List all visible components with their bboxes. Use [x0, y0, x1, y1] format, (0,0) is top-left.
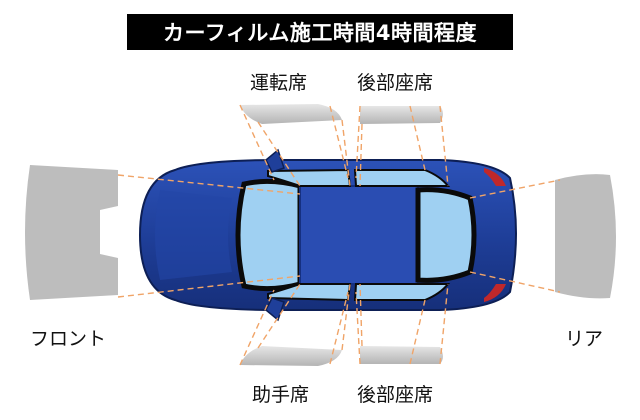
- mirror-top: [265, 148, 285, 173]
- driver-rear-window-film: [360, 106, 443, 124]
- title-banner: カーフィルム施工時間4時間程度: [127, 14, 513, 50]
- label-driver-seat: 運転席: [250, 72, 308, 94]
- rear-window: [415, 187, 477, 283]
- label-rear-seat-top: 後部座席: [357, 72, 434, 94]
- roof: [299, 185, 419, 285]
- label-passenger-seat: 助手席: [252, 384, 310, 406]
- side-window-top-front: [267, 168, 352, 187]
- front-film-notch: [100, 206, 118, 258]
- label-rear: リア: [565, 328, 604, 350]
- front-windshield-film: [25, 165, 118, 300]
- passenger-rear-window-film: [360, 346, 443, 364]
- tail-light-top: [484, 168, 506, 186]
- page-title: カーフィルム施工時間4時間程度: [162, 21, 477, 45]
- rear-window-film: [555, 174, 616, 299]
- passenger-front-window-film: [240, 346, 342, 366]
- side-window-bottom-front: [267, 283, 352, 302]
- driver-front-window-film: [240, 104, 342, 124]
- mirror-bottom: [265, 297, 285, 322]
- label-front: フロント: [30, 328, 107, 350]
- guide-lines: [117, 104, 561, 366]
- tail-light-bottom: [484, 284, 506, 302]
- windshield: [235, 178, 303, 292]
- hood: [155, 190, 232, 280]
- label-rear-seat-bottom: 後部座席: [357, 384, 434, 406]
